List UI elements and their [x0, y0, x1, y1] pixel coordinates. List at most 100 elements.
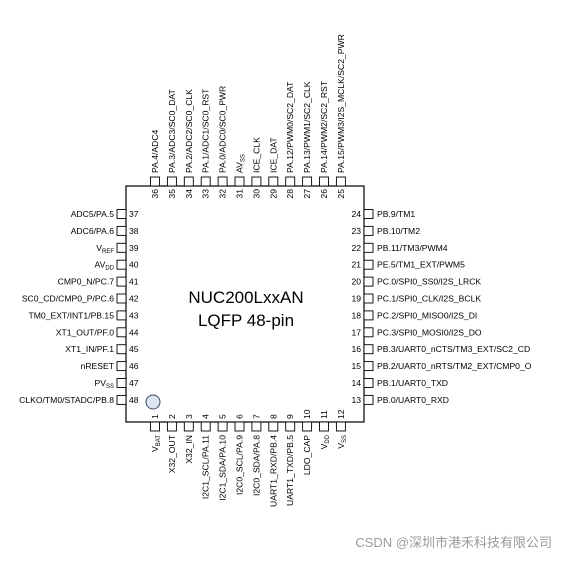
pin-pad — [166, 176, 177, 187]
pin-pad — [200, 176, 211, 187]
pin-label: XT1_OUT/PF.0 — [56, 327, 114, 337]
pin-number: 9 — [285, 414, 295, 419]
pin-label: I2C1_SDA/PA.10 — [218, 435, 228, 501]
pin-pad — [116, 259, 127, 270]
pin-label: VBAT — [150, 435, 162, 452]
pins-layer: 37ADC5/PA.538ADC6/PA.639VREF40AVDD41CMP0… — [19, 34, 532, 507]
pin-37: 37 ADC5/PA.5 — [71, 209, 139, 219]
chip-name: NUC200LxxAN — [188, 288, 303, 307]
pin-label: PB.10/TM2 — [377, 226, 420, 236]
pin-label: PB.2/UART0_nRTS/TM2_EXT/CMP0_O — [377, 361, 532, 371]
pin-number: 5 — [218, 414, 228, 419]
pin-pad — [363, 361, 374, 372]
pin-number: 39 — [129, 243, 139, 253]
pin-pad — [116, 344, 127, 355]
pin-label: LDO_CAP — [302, 435, 312, 475]
pin-number: 3 — [184, 414, 194, 419]
pin-number: 29 — [268, 189, 278, 199]
pin-pad — [363, 293, 374, 304]
pin-pad — [116, 394, 127, 405]
pin-pad — [363, 327, 374, 338]
pin-15: 15 PB.2/UART0_nRTS/TM2_EXT/CMP0_O — [351, 361, 531, 371]
pin-number: 31 — [235, 189, 245, 199]
pin-number: 23 — [351, 226, 361, 236]
pin-number: 1 — [150, 414, 160, 419]
pin-number: 37 — [129, 209, 139, 219]
pin-pad — [302, 421, 313, 432]
pin-pad — [183, 176, 194, 187]
pin-number: 20 — [351, 277, 361, 287]
pin-40: 40 AVDD — [95, 260, 139, 272]
pin-label: PA.13/PWM1/SC2_CLK — [302, 81, 312, 173]
pin-label: X32_IN — [184, 435, 194, 464]
pin-pad — [363, 276, 374, 287]
pin-pad — [116, 293, 127, 304]
pin-label: AVDD — [95, 260, 115, 272]
pin-label: SC0_CD/CMP0_P/PC.6 — [22, 294, 114, 304]
pin-pad — [116, 327, 127, 338]
pin-number: 26 — [319, 189, 329, 199]
pin-number: 24 — [351, 209, 361, 219]
pin-label: XT1_IN/PF.1 — [65, 344, 114, 354]
pin-number: 25 — [336, 189, 346, 199]
pin-label: CLKO/TM0/STADC/PB.8 — [19, 395, 114, 405]
pin-label: VSS — [336, 435, 348, 449]
pin-pad — [251, 176, 262, 187]
pin-label: ICE_CLK — [251, 137, 261, 173]
pin-pad — [217, 176, 228, 187]
pin-number: 47 — [129, 378, 139, 388]
pin-pad — [150, 176, 160, 187]
pin-pad — [183, 421, 194, 432]
pin-label: ICE_DAT — [268, 137, 278, 173]
pin-27: 27 PA.13/PWM1/SC2_CLK — [302, 81, 312, 198]
chip-package: LQFP 48-pin — [198, 311, 294, 330]
pin-label: ADC5/PA.5 — [71, 209, 115, 219]
pin-label: I2C1_SCL/PA.11 — [201, 435, 211, 499]
pin-pad — [363, 209, 374, 219]
pin-number: 21 — [351, 260, 361, 270]
pin-pad — [251, 421, 262, 432]
watermark: CSDN @深圳市港禾科技有限公司 — [355, 535, 552, 550]
pin-number: 41 — [129, 277, 139, 287]
pin-label: PB.0/UART0_RXD — [377, 395, 449, 405]
pin-number: 19 — [351, 294, 361, 304]
pin-label: nRESET — [81, 361, 115, 371]
pin-label: PC.2/SPI0_MISO0/I2S_DI — [377, 310, 477, 320]
pin-number: 46 — [129, 361, 139, 371]
pin-number: 22 — [351, 243, 361, 253]
pin-label: PC.3/SPI0_MOSI0/I2S_DO — [377, 327, 482, 337]
pin-pad — [363, 310, 374, 321]
pin-label: ADC6/PA.6 — [71, 226, 115, 236]
pin-pad — [234, 421, 245, 432]
pin-number: 14 — [351, 378, 361, 388]
pin-number: 2 — [167, 414, 177, 419]
pin-pad — [335, 176, 346, 187]
pin-label: PB.11/TM3/PWM4 — [377, 243, 448, 253]
pin-pad — [363, 394, 374, 405]
pin-number: 40 — [129, 260, 139, 270]
pin-number: 15 — [351, 361, 361, 371]
pin-number: 12 — [336, 409, 346, 419]
pin-number: 27 — [302, 189, 312, 199]
